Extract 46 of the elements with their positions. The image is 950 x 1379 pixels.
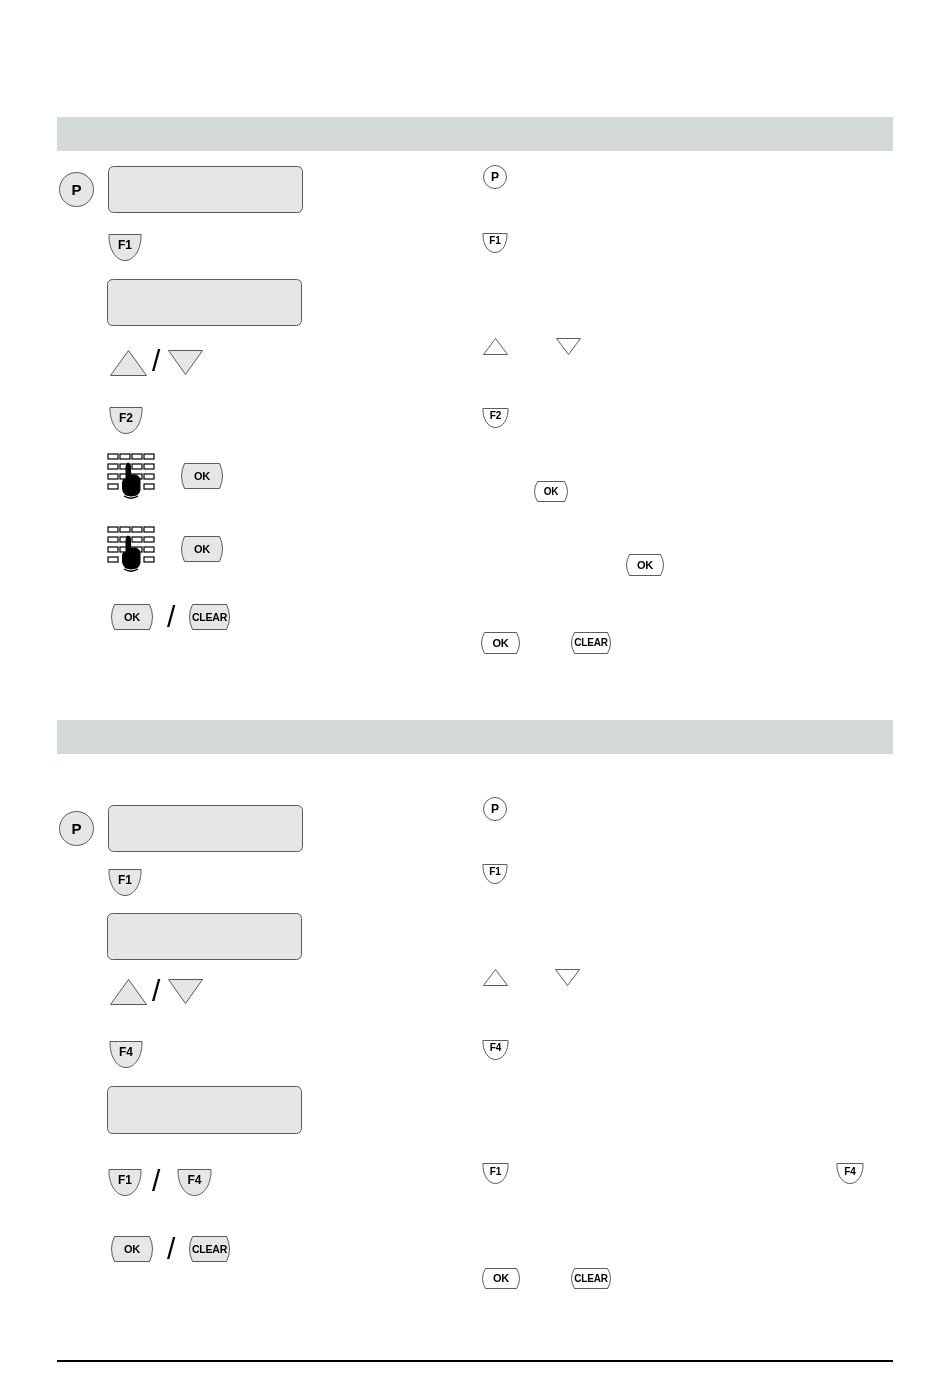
up-arrow-key-icon [110, 350, 147, 376]
display-screen [108, 166, 303, 213]
function-key-button: F1 [108, 869, 142, 896]
key-button: CLEAR [570, 1268, 612, 1289]
up-arrow-key-icon [483, 338, 508, 355]
slash-separator: / [167, 1236, 176, 1262]
display-screen [107, 1086, 302, 1134]
key-button: OK [180, 536, 224, 562]
function-key-button: F2 [482, 408, 509, 428]
down-arrow-key-icon [556, 338, 581, 355]
function-key-button: F4 [177, 1169, 212, 1196]
round-key-button: P [483, 797, 507, 821]
key-button: OK [110, 1236, 154, 1262]
slash-separator: / [152, 978, 161, 1004]
key-button: OK [533, 481, 569, 502]
down-arrow-key-icon [168, 350, 203, 375]
key-button: CLEAR [188, 604, 231, 630]
function-key-button: F4 [482, 1040, 509, 1060]
function-key-button: F1 [108, 1169, 142, 1196]
key-button: OK [110, 604, 154, 630]
key-button: OK [180, 463, 224, 489]
function-key-button: F1 [482, 1163, 509, 1184]
key-button: CLEAR [188, 1236, 231, 1262]
up-arrow-key-icon [110, 979, 147, 1005]
function-key-button: F1 [482, 233, 508, 253]
function-key-button: F4 [836, 1163, 864, 1184]
key-button: OK [625, 554, 665, 576]
function-key-button: F2 [109, 407, 143, 434]
down-arrow-key-icon [555, 969, 580, 986]
up-arrow-key-icon [483, 969, 508, 986]
slash-separator: / [152, 1168, 161, 1194]
function-key-button: F1 [482, 864, 508, 884]
round-key-button: P [59, 172, 94, 207]
function-key-button: F1 [108, 234, 142, 261]
round-key-button: P [59, 811, 94, 846]
down-arrow-key-icon [168, 979, 203, 1004]
function-key-button: F4 [109, 1041, 143, 1068]
key-button: OK [481, 1268, 521, 1289]
slash-separator: / [167, 604, 176, 630]
key-button: CLEAR [570, 632, 612, 654]
display-screen [107, 279, 302, 326]
key-button: OK [480, 632, 521, 654]
round-key-button: P [483, 165, 507, 189]
display-screen [107, 913, 302, 960]
display-screen [108, 805, 303, 852]
slash-separator: / [152, 348, 161, 374]
